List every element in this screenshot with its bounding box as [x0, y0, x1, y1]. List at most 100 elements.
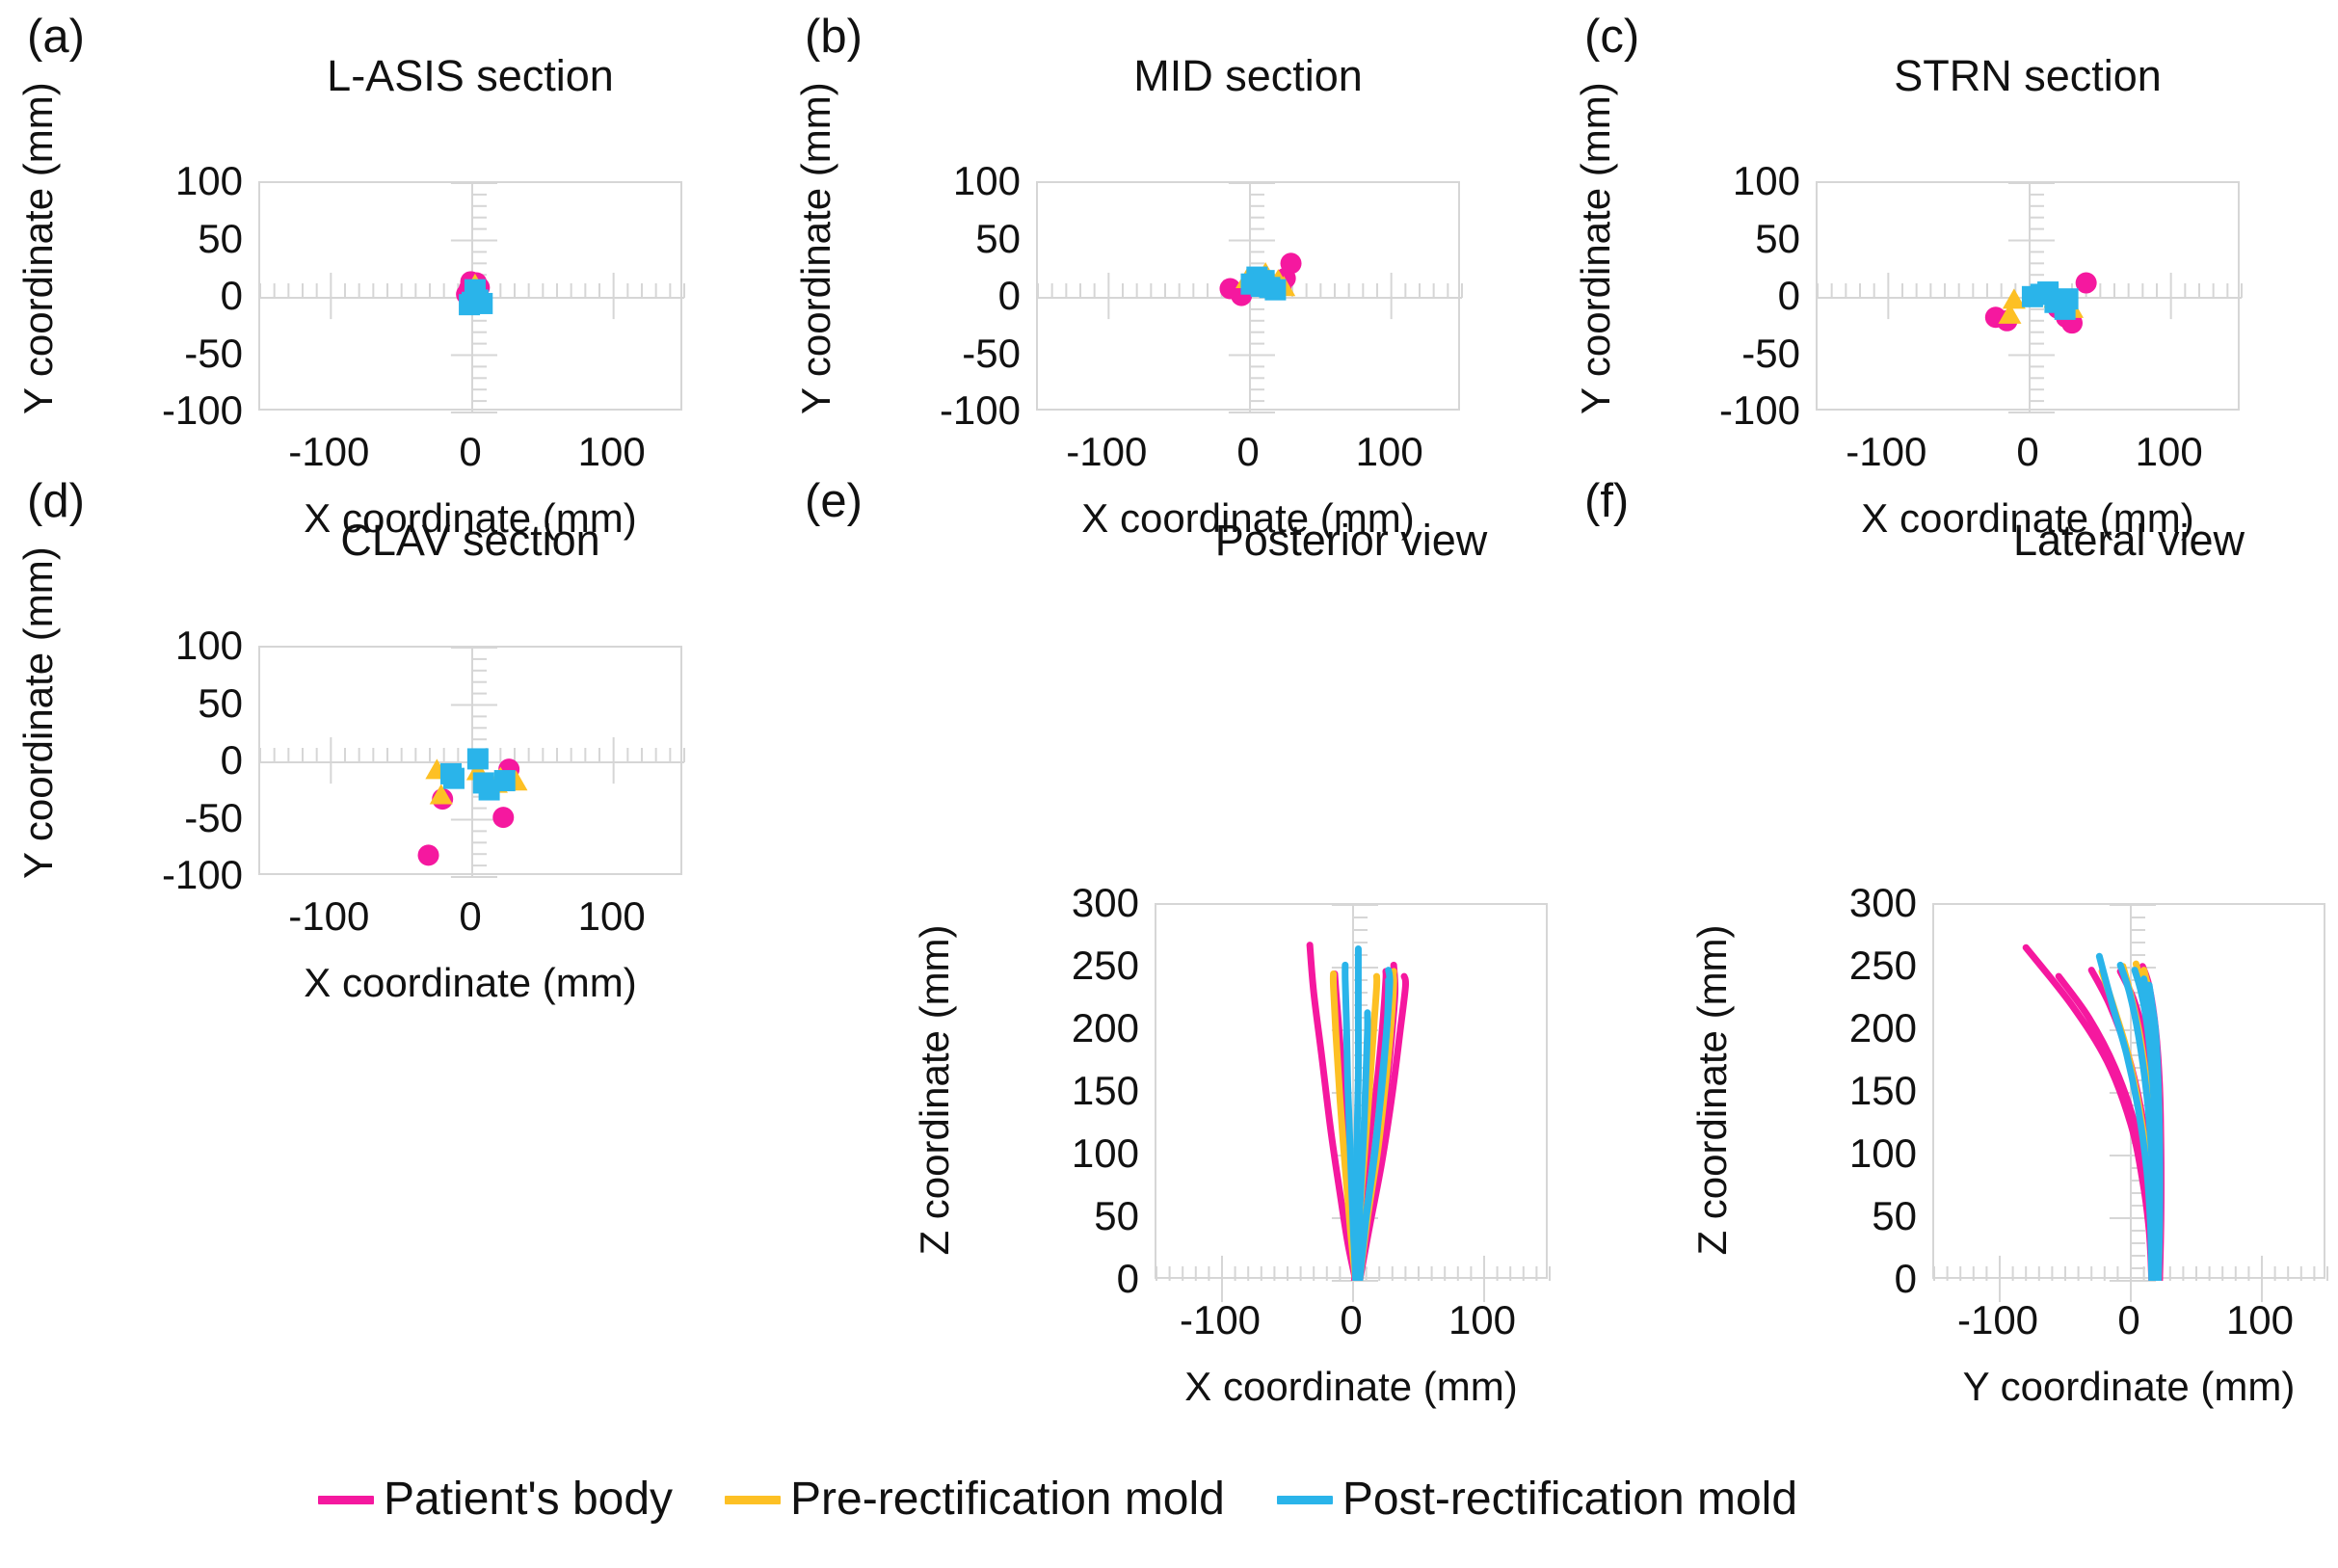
plot-canvas-d — [259, 647, 685, 878]
x-tick-label-c: 0 — [2016, 429, 2039, 474]
legend-swatch-2 — [1276, 1495, 1333, 1504]
legend-swatch-0 — [318, 1495, 374, 1504]
y-tick-label-a: 100 — [174, 158, 243, 203]
y-tick-label-f: 150 — [1848, 1068, 1917, 1113]
x-tick-label-e: -100 — [1179, 1297, 1262, 1342]
marker-square — [2044, 291, 2066, 313]
marker-square — [472, 772, 494, 794]
panel-title-a: L-ASIS section — [327, 51, 614, 100]
y-axis-label-a: Y coordinate (mm) — [15, 82, 61, 414]
contour-line — [1353, 1009, 1371, 1281]
plot-area-d — [258, 646, 685, 878]
panel-title-d: CLAV section — [340, 516, 600, 565]
y-axis-label-c: Y coordinate (mm) — [1573, 82, 1618, 414]
y-tick-label-d: -50 — [184, 794, 243, 840]
plot-area-b — [1036, 181, 1463, 413]
panel-letter-f: (f) — [1584, 475, 1630, 527]
contour-line — [2095, 952, 2156, 1281]
y-tick-label-e: 150 — [1071, 1068, 1139, 1113]
y-tick-label-a: -100 — [161, 387, 243, 433]
marker-circle — [492, 807, 515, 829]
panel-title-b: MID section — [1133, 51, 1363, 100]
panel-title-c: STRN section — [1894, 51, 2162, 100]
y-tick-label-c: 100 — [1732, 158, 1800, 203]
marker-triangle — [429, 784, 453, 805]
plot-canvas-c — [1817, 182, 2243, 413]
y-tick-label-f: 250 — [1848, 943, 1917, 988]
marker-circle — [417, 844, 439, 866]
x-tick-label-d: 100 — [577, 893, 646, 939]
legend-label-0: Patient's body — [384, 1474, 674, 1525]
x-axis-label-c: X coordinate (mm) — [1861, 495, 2194, 541]
contour-line — [1342, 961, 1360, 1281]
x-axis-label-a: X coordinate (mm) — [304, 495, 637, 541]
y-tick-label-b: 100 — [952, 158, 1021, 203]
panel-title-e: Posterior view — [1214, 516, 1488, 565]
marker-triangle — [2002, 288, 2026, 309]
y-tick-label-c: 50 — [1755, 215, 1800, 261]
plot-area-c — [1816, 181, 2243, 413]
x-tick-label-d: 0 — [459, 893, 482, 939]
legend-item-2: Post-rectification mold — [1276, 1474, 1798, 1525]
plot-area-f — [1932, 903, 2328, 1303]
panel-letter-a: (a) — [27, 11, 85, 63]
y-axis-label-e: Z coordinate (mm) — [912, 924, 957, 1256]
contour-line — [1356, 976, 1393, 1281]
y-tick-label-d: 100 — [174, 623, 243, 668]
contour-line — [2145, 981, 2164, 1281]
series-d-2 — [440, 748, 516, 801]
series-a-2 — [459, 279, 493, 316]
data-group-c — [1984, 272, 2097, 334]
plot-area-a — [258, 181, 685, 413]
series-f-2 — [2095, 952, 2164, 1281]
x-tick-label-f: 0 — [2117, 1297, 2140, 1342]
data-group-d — [417, 748, 528, 866]
y-tick-label-b: -100 — [939, 387, 1021, 433]
y-tick-label-e: 0 — [1116, 1256, 1139, 1301]
y-tick-label-d: 0 — [220, 737, 243, 783]
y-tick-label-a: -50 — [184, 330, 243, 376]
x-axis-label-d: X coordinate (mm) — [304, 960, 637, 1005]
plot-canvas-f — [1933, 904, 2328, 1303]
panel-letter-b: (b) — [805, 11, 863, 63]
x-tick-label-e: 100 — [1448, 1297, 1517, 1342]
legend-swatch-1 — [725, 1495, 782, 1504]
y-tick-label-e: 250 — [1071, 943, 1139, 988]
legend-item-1: Pre-rectification mold — [725, 1476, 1225, 1523]
x-tick-label-e: 0 — [1340, 1297, 1363, 1342]
x-tick-label-b: 0 — [1236, 429, 1260, 474]
series-b-2 — [1240, 266, 1287, 301]
marker-square — [462, 291, 483, 313]
x-tick-label-b: 100 — [1355, 429, 1423, 474]
data-group-a — [456, 271, 493, 316]
panel-title-f: Lateral view — [2012, 516, 2245, 565]
y-tick-label-a: 50 — [198, 215, 243, 261]
plot-canvas-e — [1156, 904, 1551, 1303]
y-tick-label-f: 0 — [1894, 1256, 1917, 1301]
contour-line — [1306, 942, 1360, 1281]
y-tick-label-e: 50 — [1094, 1193, 1139, 1238]
x-tick-label-f: 100 — [2225, 1297, 2295, 1342]
y-tick-label-e: 300 — [1071, 880, 1139, 925]
x-tick-label-a: -100 — [288, 429, 370, 474]
panel-letter-c: (c) — [1584, 11, 1640, 63]
legend-label-2: Post-rectification mold — [1342, 1474, 1798, 1525]
y-tick-label-d: -100 — [161, 852, 243, 897]
y-tick-label-f: 100 — [1848, 1130, 1917, 1176]
x-tick-label-b: -100 — [1066, 429, 1148, 474]
series-e-2 — [1342, 945, 1394, 1281]
y-tick-label-f: 200 — [1848, 1005, 1917, 1050]
plot-canvas-b — [1037, 182, 1463, 413]
y-tick-label-c: -100 — [1718, 387, 1800, 433]
marker-square — [442, 767, 465, 789]
data-group-e — [1306, 942, 1410, 1281]
series-b-0 — [1219, 252, 1302, 306]
y-tick-label-d: 50 — [198, 679, 243, 726]
y-tick-label-f: 300 — [1848, 880, 1917, 925]
y-tick-label-c: 0 — [1777, 273, 1800, 318]
legend-item-0: Patient's body — [318, 1476, 673, 1523]
y-tick-label-e: 200 — [1071, 1005, 1139, 1050]
x-tick-label-a: 0 — [459, 429, 482, 474]
y-tick-label-c: -50 — [1741, 330, 1800, 376]
